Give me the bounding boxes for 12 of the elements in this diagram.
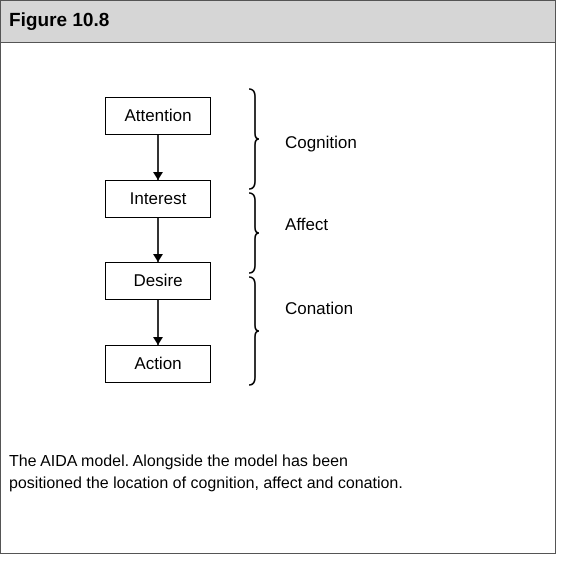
process-box: Action [105, 345, 211, 383]
process-box: Desire [105, 262, 211, 300]
process-box: Interest [105, 180, 211, 218]
figure-caption: The AIDA model. Alongside the model has been positioned the location of cognition, affect and conation. [9, 452, 404, 494]
arrow [153, 218, 163, 262]
figure-title: Figure 10.8 [9, 9, 110, 34]
process-box: Attention [105, 97, 211, 135]
stage-label: Conation [285, 300, 354, 317]
stage-label: Affect [285, 216, 328, 233]
arrow [153, 300, 163, 345]
stage-label: Cognition [285, 134, 357, 151]
arrow [153, 135, 163, 180]
